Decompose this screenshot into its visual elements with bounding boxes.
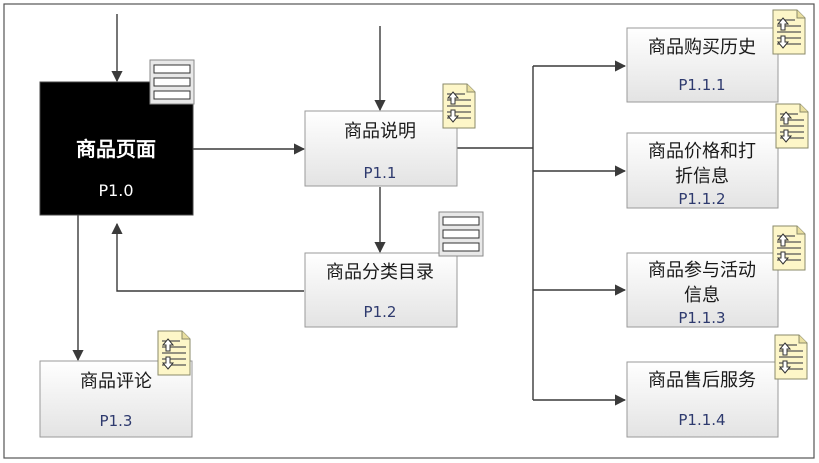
node-service: 商品售后服务 P1.1.4	[626, 361, 779, 438]
document-updown-icon	[774, 334, 808, 380]
node-activity-id: P1.1.3	[678, 309, 725, 327]
node-catalog-id: P1.2	[364, 303, 397, 321]
connectors	[72, 14, 627, 406]
frame-border	[3, 3, 815, 459]
node-activity-title-line1: 商品参与活动	[648, 260, 756, 281]
arrow-catalog-to-root	[111, 222, 304, 292]
node-history-id: P1.1.1	[678, 76, 725, 94]
node-service-id: P1.1.4	[678, 411, 725, 429]
node-price-id: P1.1.2	[678, 190, 725, 208]
node-root-title: 商品页面	[76, 137, 156, 161]
document-updown-icon	[157, 330, 191, 376]
node-root-id: P1.0	[98, 181, 133, 200]
node-activity-title-line2: 信息	[684, 285, 720, 306]
document-updown-icon	[772, 9, 806, 55]
node-history: 商品购买历史 P1.1.1	[626, 27, 779, 103]
node-catalog: 商品分类目录 P1.2	[304, 252, 458, 328]
node-service-title: 商品售后服务	[648, 370, 756, 391]
form-list-icon	[149, 59, 195, 105]
document-updown-icon	[775, 103, 809, 149]
node-desc-id: P1.1	[364, 164, 397, 182]
node-desc-title: 商品说明	[344, 121, 416, 142]
node-catalog-title: 商品分类目录	[326, 262, 434, 283]
node-review-title: 商品评论	[80, 371, 152, 392]
form-list-icon	[438, 211, 484, 257]
node-history-title: 商品购买历史	[648, 37, 756, 58]
document-updown-icon	[442, 83, 476, 129]
node-price-title-line1: 商品价格和打	[648, 141, 756, 162]
node-price-title-line2: 折信息	[675, 166, 729, 187]
node-desc: 商品说明 P1.1	[304, 110, 458, 187]
node-review-id: P1.3	[100, 412, 133, 430]
document-updown-icon	[772, 225, 806, 271]
node-price: 商品价格和打 折信息 P1.1.2	[626, 132, 779, 209]
node-activity: 商品参与活动 信息 P1.1.3	[626, 252, 779, 328]
